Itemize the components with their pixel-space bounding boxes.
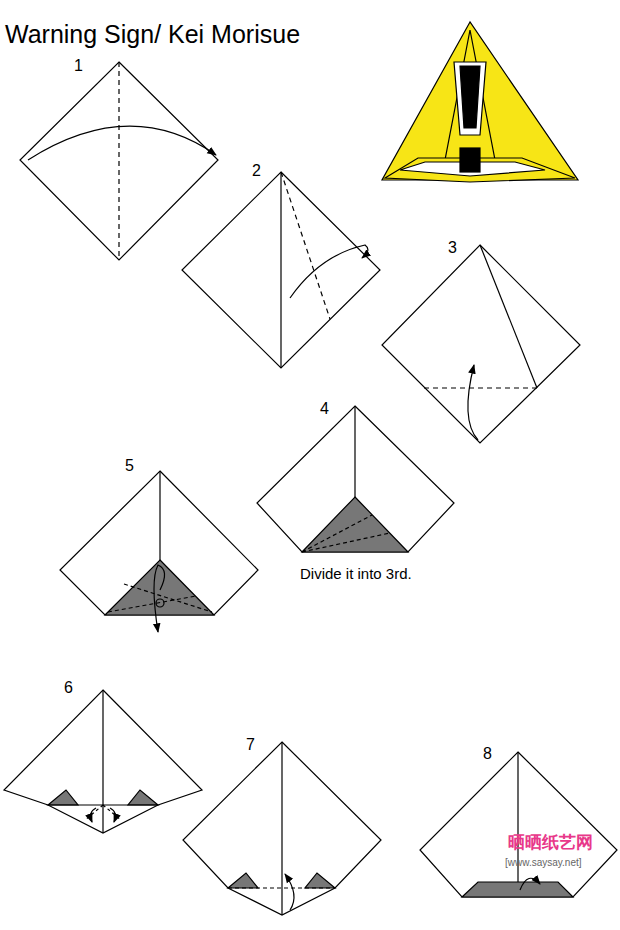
paper-folded <box>183 742 381 915</box>
watermark-url: [www.saysay.net] <box>505 858 582 868</box>
watermark: 晒晒纸艺网 <box>508 834 593 851</box>
step-number: 3 <box>448 240 457 256</box>
paper-kite <box>382 245 580 443</box>
step-number: 7 <box>246 737 255 753</box>
step-number: 6 <box>64 680 73 696</box>
paper-folded <box>4 690 202 833</box>
paper-folded <box>420 752 617 897</box>
step-number: 4 <box>320 401 329 417</box>
step-number: 1 <box>74 58 83 74</box>
step-number: 8 <box>483 746 492 762</box>
instruction-note: Divide it into 3rd. <box>300 566 412 581</box>
diagram-title: Warning Sign/ Kei Morisue <box>5 22 300 47</box>
final-model <box>382 22 578 182</box>
paper-folded <box>257 406 454 552</box>
paper-square <box>20 62 218 260</box>
step-number: 2 <box>252 163 261 179</box>
step-number: 5 <box>125 458 134 474</box>
paper-square <box>182 172 380 368</box>
paper-folded <box>60 471 258 615</box>
